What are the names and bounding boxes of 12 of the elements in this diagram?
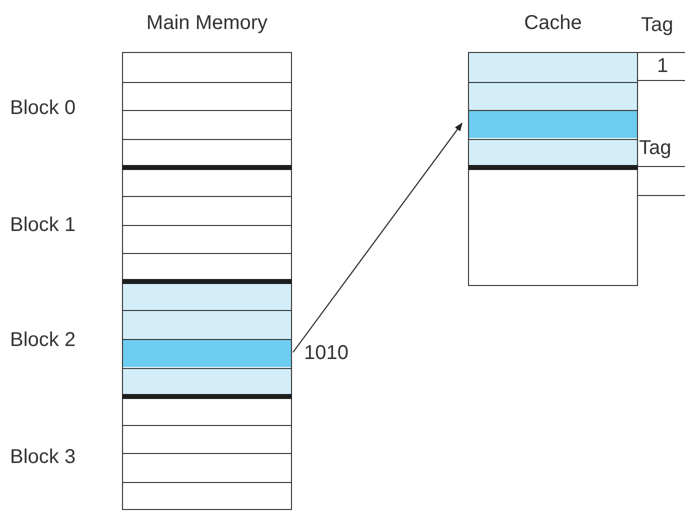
block-label: Block 0	[10, 97, 76, 119]
tag-label: Tag	[639, 137, 672, 159]
memory-word	[123, 340, 291, 368]
column-heading: Main Memory	[145, 12, 269, 34]
block-label: Block 1	[10, 214, 76, 236]
tag-value: 1	[657, 55, 668, 77]
block-label: Block 3	[10, 446, 76, 468]
arrow	[292, 122, 462, 353]
address-label: 1010	[304, 342, 348, 364]
block-label: Block 2	[10, 329, 76, 351]
column-heading: Cache	[523, 12, 583, 34]
column-heading: Tag	[641, 14, 674, 36]
